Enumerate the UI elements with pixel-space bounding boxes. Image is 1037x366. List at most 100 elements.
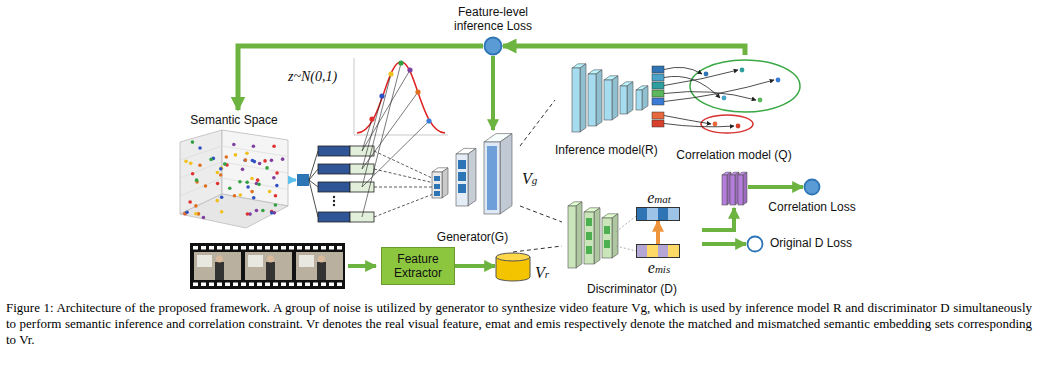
data-point	[263, 159, 267, 163]
layer-front	[604, 80, 612, 120]
data-point	[275, 171, 279, 175]
person-body	[317, 262, 326, 280]
sample-dot	[407, 67, 412, 72]
mapping-arrow	[664, 124, 734, 127]
plot-wall	[180, 130, 222, 214]
unit	[586, 232, 592, 240]
unit	[586, 218, 592, 226]
sprocket-hole	[217, 246, 222, 250]
circle-shape	[805, 180, 820, 195]
network-layer	[738, 172, 747, 205]
data-point	[194, 204, 198, 208]
data-point	[198, 146, 202, 150]
sample-line	[362, 74, 391, 187]
mapping-arrow	[664, 116, 711, 125]
sample-line	[362, 96, 382, 169]
data-point	[185, 210, 189, 214]
connector	[702, 242, 746, 246]
dashed-link	[374, 187, 432, 188]
network-layer	[484, 134, 512, 214]
film-strip	[190, 243, 345, 289]
sprocket-hole	[265, 246, 270, 250]
sprocket-hole	[329, 283, 334, 287]
sprocket-hole	[193, 246, 198, 250]
data-point	[275, 184, 279, 188]
sprocket-hole	[233, 283, 238, 287]
gaussian-curve	[357, 62, 445, 133]
network-layer	[620, 82, 633, 114]
cylinder-top	[496, 253, 530, 261]
data-point	[246, 212, 250, 216]
data-point	[184, 160, 188, 164]
sprocket-hole	[217, 283, 222, 287]
grid-line	[222, 146, 288, 157]
embedding-bar	[318, 164, 350, 174]
data-point	[234, 153, 238, 157]
data-point	[198, 163, 202, 167]
network-layer	[456, 148, 476, 206]
data-point	[220, 166, 224, 170]
data-point	[188, 200, 192, 204]
layer-front	[584, 212, 594, 264]
output-unit	[652, 66, 664, 73]
layer-side	[580, 64, 586, 132]
layer-front	[456, 154, 468, 206]
network-layer	[572, 64, 586, 132]
connector	[656, 221, 660, 244]
sprocket-hole	[249, 283, 254, 287]
sprocket-hole	[225, 246, 230, 250]
link-line	[309, 169, 318, 180]
circle-outline	[746, 235, 764, 253]
loss-circle: Original D Loss	[746, 235, 764, 253]
cylinder-outline	[495, 252, 531, 282]
layer-front	[572, 68, 580, 132]
sprocket-hole	[273, 246, 278, 250]
dashed-link	[374, 169, 432, 183]
connector	[748, 185, 803, 189]
data-point	[255, 209, 259, 213]
data-point	[225, 155, 229, 159]
data-point	[220, 210, 224, 214]
data-point	[219, 167, 223, 171]
embedding-bar	[318, 146, 350, 156]
data-point	[251, 159, 255, 163]
layer-front	[588, 74, 596, 126]
cluster-dot	[758, 98, 763, 103]
data-point	[191, 140, 195, 144]
grid-line	[222, 162, 288, 173]
person-head	[216, 256, 223, 263]
output-unit	[652, 112, 664, 119]
data-point	[202, 216, 206, 220]
layer-side	[442, 168, 448, 198]
data-point	[238, 180, 242, 184]
data-point	[258, 162, 262, 166]
layer-front	[602, 218, 612, 258]
layer-front	[738, 175, 743, 205]
node-label: Original D Loss	[770, 236, 852, 250]
network-layer	[602, 214, 618, 258]
layer-front	[722, 175, 727, 205]
sample-dot	[426, 118, 431, 123]
sprocket-hole	[313, 246, 318, 250]
network-layer	[730, 172, 739, 205]
whiteboard	[299, 255, 314, 267]
unit	[604, 240, 610, 248]
dashed-link	[616, 216, 636, 232]
connector	[702, 208, 734, 230]
loss-circle: Correlation Loss	[803, 178, 821, 196]
sample-line	[362, 119, 372, 151]
node-label: Feature Extractor	[388, 252, 448, 280]
data-point	[265, 166, 269, 170]
unit	[604, 226, 610, 234]
loss-circle: Feature-level inference Loss	[483, 36, 503, 56]
data-point	[195, 178, 199, 182]
layer-front	[484, 142, 500, 214]
sprocket-hole	[313, 283, 318, 287]
data-point	[191, 172, 195, 176]
data-point	[239, 193, 243, 197]
semantic-space-plot: Semantic Space	[176, 110, 292, 232]
layer-side	[596, 70, 602, 126]
sprocket-hole	[241, 246, 246, 250]
network-layer	[568, 202, 582, 268]
